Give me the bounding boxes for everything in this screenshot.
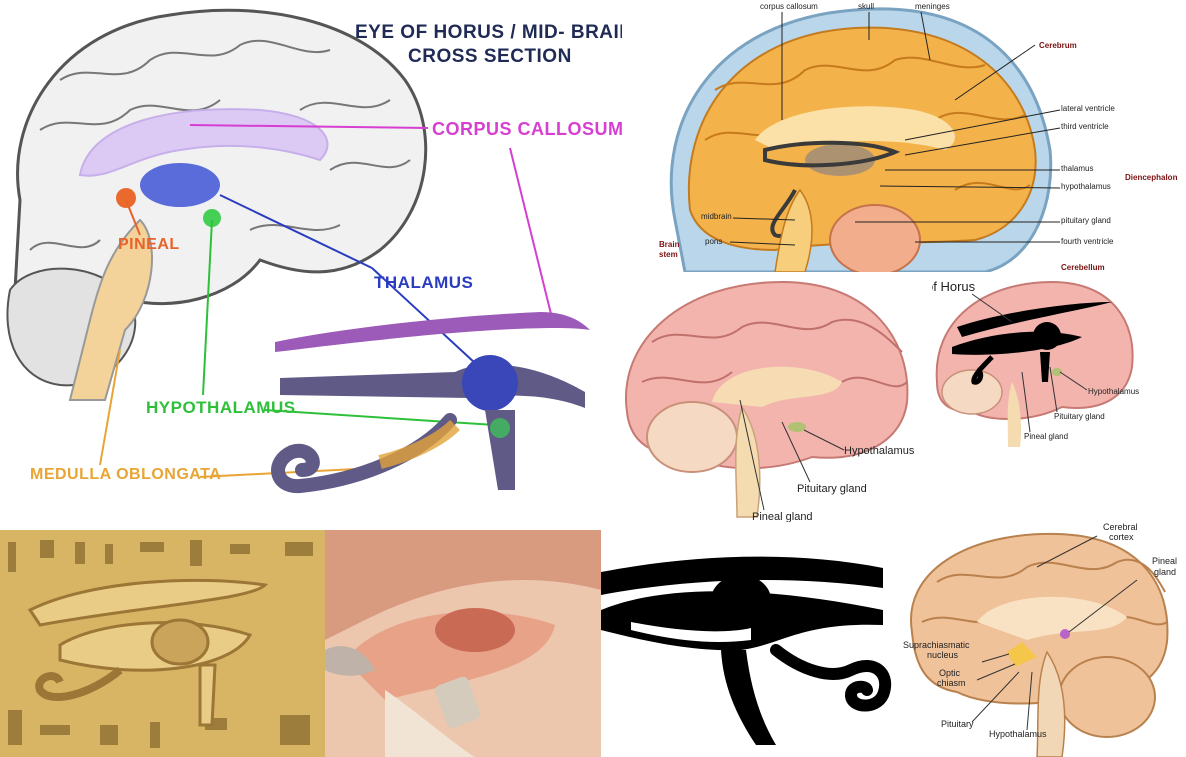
p2-label-lateral-ventricle: lateral ventricle: [1061, 104, 1115, 113]
pink-brainstem: [735, 405, 761, 518]
panel-pink-brain: Hypothalamus Pituitary gland Pineal glan…: [622, 272, 932, 522]
eye-of-horus-icon: [601, 556, 892, 745]
p2-label-stem: stem: [659, 250, 678, 259]
label-thalamus: THALAMUS: [374, 273, 474, 292]
p4-label-hypothalamus: Hypothalamus: [1088, 387, 1140, 396]
p2-label-third-ventricle: third ventricle: [1061, 122, 1109, 131]
p8-label-pineal: Pineal: [1152, 556, 1178, 566]
p2-label-diencephalon: Diencephalon: [1125, 173, 1178, 182]
relief-brow: [27, 578, 269, 627]
p8-label-cerebral: Cerebral: [1103, 522, 1138, 532]
eye-brow: [275, 312, 590, 352]
panel5-illustration: [0, 530, 325, 757]
panel2-illustration: [669, 7, 1061, 272]
p2-label-thalamus: thalamus: [1061, 164, 1094, 173]
brainstem-area: [774, 188, 813, 272]
p8-cerebellum: [1058, 656, 1156, 738]
p8-label-chiasm: chiasm: [937, 678, 966, 688]
p3-label-hypothalamus: Hypothalamus: [844, 445, 915, 457]
p8-label-cortex: cortex: [1109, 532, 1134, 542]
p8-label-pituitary: Pituitary: [941, 719, 974, 729]
panel-egyptian-relief: [0, 530, 325, 757]
panel-labelled-brain: Cerebral cortex Pineal gland Suprachiasm…: [897, 522, 1186, 757]
p2-label-pons: pons: [705, 237, 723, 246]
p2-label-cerebrum: Cerebrum: [1039, 41, 1077, 50]
panel-eye-of-horus-symbol: [601, 530, 897, 757]
pink-inner: [712, 366, 842, 407]
p2-label-meninges: meninges: [915, 2, 950, 11]
p4-label-pituitary-gland: Pituitary gland: [1054, 412, 1105, 421]
symbol-spiral: [770, 644, 892, 712]
hypothalamus-shape: [203, 209, 221, 227]
thalamus-area: [805, 144, 875, 176]
cerebellum-area: [829, 204, 921, 272]
panel1-title-line2: CROSS SECTION: [408, 46, 572, 67]
panel8-illustration: [909, 532, 1169, 757]
label-corpus-callosum: CORPUS CALLOSUM: [432, 119, 622, 139]
p3-label-pituitary-gland: Pituitary gland: [797, 483, 867, 495]
p2-label-brain: Brain: [659, 240, 680, 249]
pineal-shape: [116, 188, 136, 208]
p2-label-corpus-callosum: corpus callosum: [760, 2, 818, 11]
p8-label-nucleus: nucleus: [927, 650, 959, 660]
relief-pupil: [150, 618, 210, 666]
eye-overlay: [763, 140, 901, 168]
panel1-illustration: [6, 8, 590, 493]
pink-cerebellum: [646, 401, 738, 473]
brainstem-sketch: [68, 218, 153, 401]
dissection-thalamus: [435, 608, 515, 652]
p2-label-skull: skull: [858, 2, 875, 11]
panel1-title-line1: EYE OF HORUS / MID- BRAIN: [355, 22, 622, 43]
p2-label-midbrain: midbrain: [701, 212, 732, 221]
p2-label-fourth-ventricle: fourth ventricle: [1061, 237, 1114, 246]
label-pineal: PINEAL: [118, 236, 180, 253]
p4-label-eye-of-horus: Eye of Horus: [932, 279, 976, 294]
p8-label-optic: Optic: [939, 668, 961, 678]
label-hypothalamus: HYPOTHALAMUS: [146, 398, 296, 417]
p3-label-pineal-gland: Pineal gland: [752, 511, 813, 522]
panel3-illustration: [625, 280, 909, 518]
eye-pupil: [462, 355, 518, 411]
p4-label-pineal-gland: Pineal gland: [1024, 432, 1069, 441]
panel-anatomical-cross-section: corpus callosum skull meninges Cerebrum …: [655, 0, 1186, 272]
panel4-illustration: [935, 280, 1134, 447]
panel-pink-brain-eye-of-horus: Eye of Horus Hypothalamus Pituitary glan…: [932, 272, 1186, 522]
corpus-callosum-area: [755, 106, 955, 150]
panel-brain-dissection-photo: [325, 530, 601, 757]
p8-label-gland: gland: [1154, 567, 1177, 577]
panel-eye-of-horus-midbrain: EYE OF HORUS / MID- BRAIN CROSS SECTION …: [0, 0, 622, 528]
p2-label-cerebellum: Cerebellum: [1061, 263, 1105, 272]
p2-label-pituitary-gland: pituitary gland: [1061, 216, 1111, 225]
small-eye-brow: [957, 302, 1112, 337]
symbol-teardrop: [721, 650, 776, 745]
panel6-illustration: [325, 530, 601, 757]
eye-shape: [280, 364, 585, 408]
relief-spiral: [35, 666, 123, 702]
label-medulla-oblongata: MEDULLA OBLONGATA: [30, 466, 222, 483]
p8-label-hypothalamus: Hypothalamus: [989, 729, 1047, 739]
p8-label-suprachiasmatic: Suprachiasmatic: [903, 640, 970, 650]
thalamus-shape: [140, 163, 220, 207]
p2-label-hypothalamus: hypothalamus: [1061, 182, 1111, 191]
